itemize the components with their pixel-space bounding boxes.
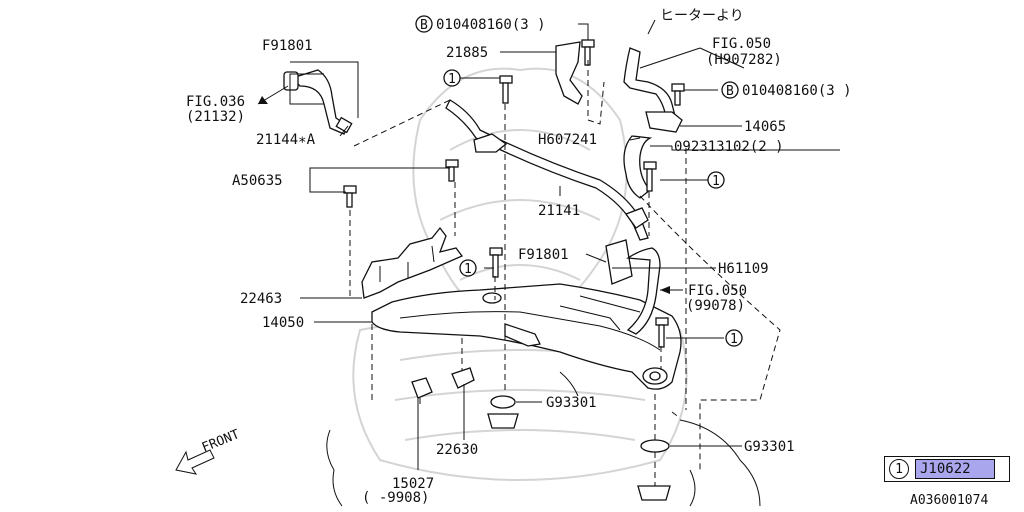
callout-f91801-mid: F91801: [518, 247, 569, 263]
bracket-21885: [555, 41, 583, 105]
hose-h61109: [605, 239, 633, 285]
circle-b-marker: B: [415, 15, 433, 33]
callout-14065: 14065: [744, 119, 786, 135]
legend-box: 1 J10622: [884, 456, 1010, 482]
circle-1-marker: 1: [707, 171, 725, 189]
bolt-icon: [499, 75, 513, 104]
o-ring-g93301-a: [490, 395, 516, 409]
callout-092313102: 092313102(2 ): [674, 139, 784, 155]
callout-h61109: H61109: [718, 261, 769, 277]
front-label: FRONT: [200, 427, 242, 456]
callout-bolt-b-right: 010408160(3 ): [742, 83, 852, 99]
diagram-code: A036001074: [910, 493, 989, 508]
legend-number: 1: [889, 459, 909, 479]
heater-pipe: [623, 47, 677, 121]
bolt-icon: [643, 161, 657, 192]
callout-h607241: H607241: [538, 132, 597, 148]
bolt-icon: [343, 185, 357, 208]
legend-code: J10622: [915, 459, 995, 479]
callout-fig036: FIG.036: [186, 94, 245, 110]
callout-22463: 22463: [240, 291, 282, 307]
leader-lines: [257, 19, 840, 470]
arrow-icon: [258, 96, 268, 104]
circle-b-marker: B: [721, 81, 739, 99]
svg-text:1: 1: [464, 262, 472, 277]
callout-15027: 15027: [392, 476, 434, 492]
callout-14050: 14050: [262, 315, 304, 331]
callout-21885: 21885: [446, 45, 488, 61]
callout-f91801-top: F91801: [262, 38, 313, 54]
callout-g93301-a: G93301: [546, 395, 597, 411]
bolt-icon: [671, 83, 685, 106]
svg-text:B: B: [420, 18, 428, 33]
circle-1-marker: 1: [725, 329, 743, 347]
sensor-22630: [451, 367, 475, 389]
bolt-icon: [489, 247, 503, 278]
callout-bolt-b-top: 010408160(3 ): [436, 17, 546, 33]
o-ring-g93301-b: [640, 439, 670, 453]
svg-text:1: 1: [448, 72, 456, 87]
callout-fig050-top: FIG.050: [712, 36, 771, 52]
callout-a50635: A50635: [232, 173, 283, 189]
svg-text:1: 1: [730, 332, 738, 347]
arrow-icon: [660, 286, 670, 294]
circle-1-marker: 1: [443, 69, 461, 87]
callout-heater: ヒーターより: [660, 8, 744, 24]
engine-outline: [326, 371, 761, 507]
callout-g93301-b: G93301: [744, 439, 795, 455]
circle-1-marker: 1: [459, 259, 477, 277]
callout-21141: 21141: [538, 203, 580, 219]
sensor-15027: [411, 377, 433, 399]
bolt-icon: [445, 159, 459, 182]
alignment-lines: [349, 60, 781, 486]
callout-fig050-mid: FIG.050: [688, 283, 747, 299]
callout-21144a: 21144∗A: [256, 132, 316, 148]
svg-text:B: B: [726, 84, 734, 99]
callout-fig036-ref: (21132): [186, 109, 245, 125]
callout-15027-range: ( -9908): [362, 490, 429, 506]
bracket-22463: [361, 226, 464, 299]
callout-fig050-top-ref: (H907282): [706, 52, 782, 68]
svg-text:1: 1: [712, 174, 720, 189]
pipe-21141: [445, 99, 649, 241]
callout-fig050-mid-ref: (99078): [686, 298, 745, 314]
front-arrow-icon: [175, 449, 215, 475]
callout-22630: 22630: [436, 442, 478, 458]
